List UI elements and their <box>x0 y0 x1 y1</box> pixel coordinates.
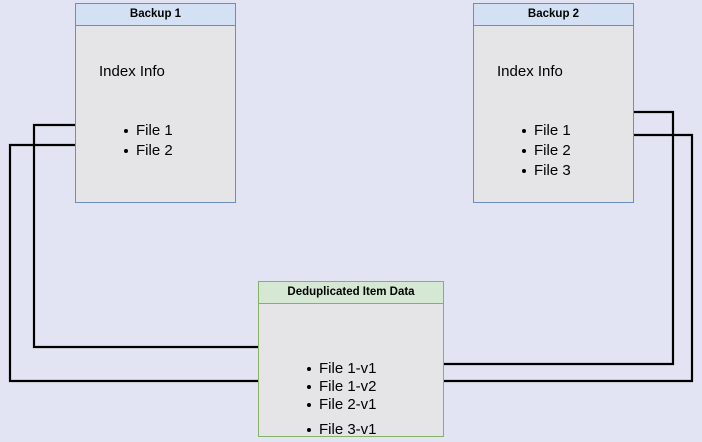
list-item: File 2 <box>123 142 173 159</box>
backup-1-index-info-label: Index Info <box>99 63 165 80</box>
list-item: File 3-v1 <box>306 421 377 438</box>
backup-2-file-list: File 1 File 2 File 3 <box>521 122 571 179</box>
list-item: File 1 <box>123 122 173 139</box>
backup-1-file-list: File 1 File 2 <box>123 122 173 159</box>
backup-2-index-info-label: Index Info <box>497 63 563 80</box>
node-backup-1-header: Backup 1 <box>76 4 235 26</box>
node-dedup-body: File 1-v1 File 1-v2 File 2-v1 File 3-v1 <box>259 304 443 438</box>
dedup-file-list: File 1-v1 File 1-v2 File 2-v1 File 3-v1 <box>306 360 377 438</box>
node-backup-2-header: Backup 2 <box>474 4 633 26</box>
list-item: File 2-v1 <box>306 396 377 413</box>
list-item: File 1-v1 <box>306 360 377 377</box>
node-deduplicated-item-data[interactable]: Deduplicated Item Data File 1-v1 File 1-… <box>258 281 444 438</box>
node-backup-1[interactable]: Backup 1 Index Info File 1 File 2 <box>75 3 236 203</box>
node-backup-1-body: Index Info File 1 File 2 <box>76 26 235 202</box>
list-item: File 1-v2 <box>306 378 377 395</box>
list-item: File 2 <box>521 142 571 159</box>
node-dedup-header: Deduplicated Item Data <box>259 282 443 304</box>
node-backup-2[interactable]: Backup 2 Index Info File 1 File 2 File 3 <box>473 3 634 203</box>
list-item: File 3 <box>521 162 571 179</box>
list-item: File 1 <box>521 122 571 139</box>
node-backup-2-body: Index Info File 1 File 2 File 3 <box>474 26 633 202</box>
